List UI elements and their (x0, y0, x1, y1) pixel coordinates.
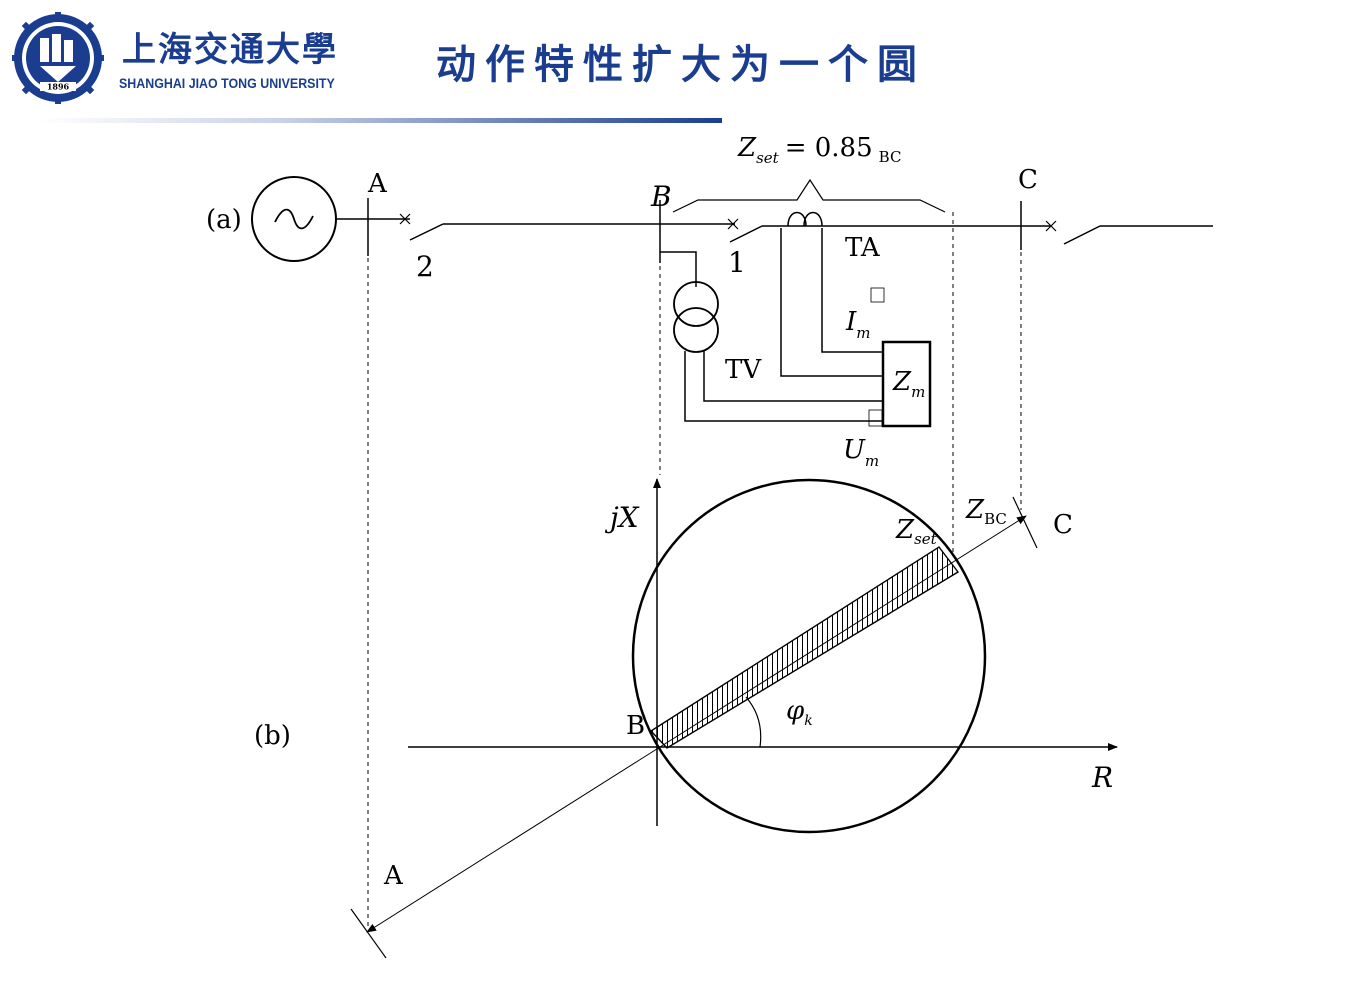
header-divider (40, 118, 722, 123)
breaker-2-switch (409, 223, 444, 241)
breaker-2-cross (399, 213, 411, 225)
ta-wire-1 (780, 228, 883, 377)
zset-hatched-band (649, 546, 960, 749)
tv-tap-wire (660, 251, 697, 287)
breaker-1-cross (727, 218, 739, 230)
sine-wave-icon (274, 208, 314, 230)
label-voltage: Um (843, 435, 879, 470)
label-relay-zm: Zm (892, 367, 925, 401)
relay-zm-box (881, 340, 932, 428)
tv-wire-1 (703, 351, 883, 402)
label-tv: TV (725, 355, 762, 385)
current-transformer-ta-icon (787, 211, 823, 227)
label-a-part: (a) (206, 205, 242, 235)
breaker-1-switch (729, 225, 763, 243)
impedance-plane-b (350, 478, 1118, 959)
label-breaker-1: 1 (728, 246, 746, 279)
label-jx-axis: jX (604, 501, 640, 534)
slide-header: 1896 上海交通大學 SHANGHAI JIAO TONG UNIVERSIT… (0, 0, 1355, 130)
breaker-c-cross (1045, 220, 1057, 232)
label-zset-plane: Zset (895, 515, 938, 548)
voltage-transformer-tv-upper (673, 281, 719, 327)
label-current: Im (845, 307, 871, 342)
university-name-en: SHANGHAI JIAO TONG UNIVERSITY (119, 76, 335, 91)
angle-phi-k-arc (745, 696, 762, 748)
a-boundary-tick (350, 908, 387, 959)
label-angle-phi-k: φk (786, 696, 813, 729)
label-zbc: ZBC (965, 495, 1007, 528)
circuit-diagram-a (251, 176, 1213, 428)
za-line-arrow (366, 746, 661, 933)
label-ta: TA (845, 233, 881, 263)
label-b-part: (b) (254, 721, 291, 751)
label-r-axis: R (1091, 761, 1113, 794)
label-bus-b: B (650, 180, 672, 213)
voltage-transformer-tv-lower (673, 307, 719, 353)
current-phasor-marker (870, 287, 885, 303)
zbc-line-arrow (659, 515, 1027, 748)
label-bus-a: A (367, 169, 388, 199)
projection-lines (367, 212, 1022, 930)
voltage-phasor-marker (868, 409, 883, 427)
label-point-b: B (626, 711, 645, 741)
university-logo-icon: 1896 (12, 12, 104, 104)
logo-year: 1896 (47, 82, 70, 92)
slide-title: 动作特性扩大为一个圆 (436, 42, 926, 88)
label-point-a: A (383, 861, 404, 891)
breaker-c-switch (1063, 225, 1101, 245)
university-name-cn: 上海交通大學 (122, 30, 338, 70)
label-bus-c: C (1018, 165, 1038, 195)
ta-wire-2 (821, 228, 883, 353)
zset-range-brace (672, 178, 946, 213)
characteristic-circle (631, 478, 987, 834)
c-boundary-tick (1012, 496, 1038, 549)
tv-wire-2 (684, 351, 883, 422)
label-breaker-2: 2 (416, 250, 434, 283)
label-point-c: C (1053, 510, 1073, 540)
